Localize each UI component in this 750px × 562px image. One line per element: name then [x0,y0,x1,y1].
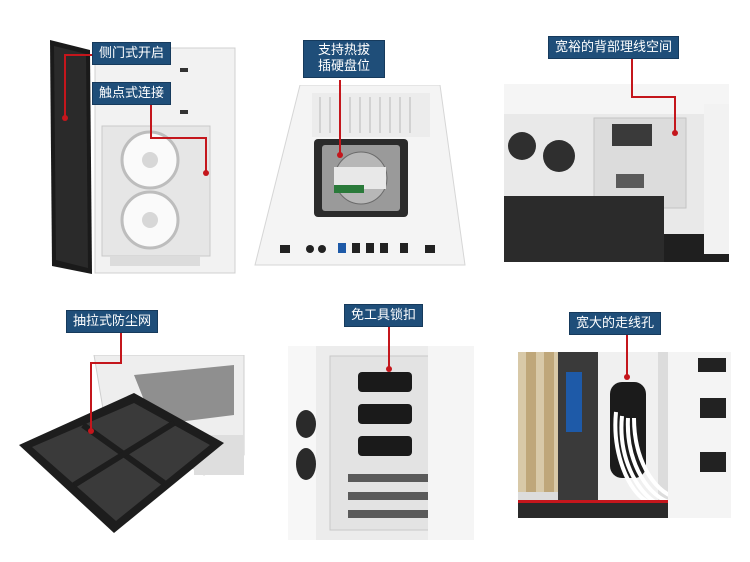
large-cable-hole-label: 宽大的走线孔 [569,312,662,335]
pullout-dust-filter-label: 抽拉式防尘网 [66,310,159,333]
rear-cable-space-label: 宽裕的背部理线空间 [548,36,680,59]
photo-large-cable-hole [518,352,731,518]
hotswap-bay-label: 支持热拔 插硬盘位 [303,40,385,78]
photo-pullout-dust-filter [14,355,250,535]
photo-toolfree-lock [288,346,474,540]
toolfree-lock-label: 免工具锁扣 [344,304,424,327]
photo-rear-cable-space [504,84,729,262]
side-door-label: 侧门式开启 [92,42,172,65]
photo-hotswap-bay [250,85,472,273]
photo-side-door [40,38,240,278]
hotswap-bay-label-line2: 插硬盘位 [317,59,370,74]
hotswap-bay-label-line1: 支持热拔 [317,43,370,58]
contact-connection-label: 触点式连接 [92,82,172,105]
